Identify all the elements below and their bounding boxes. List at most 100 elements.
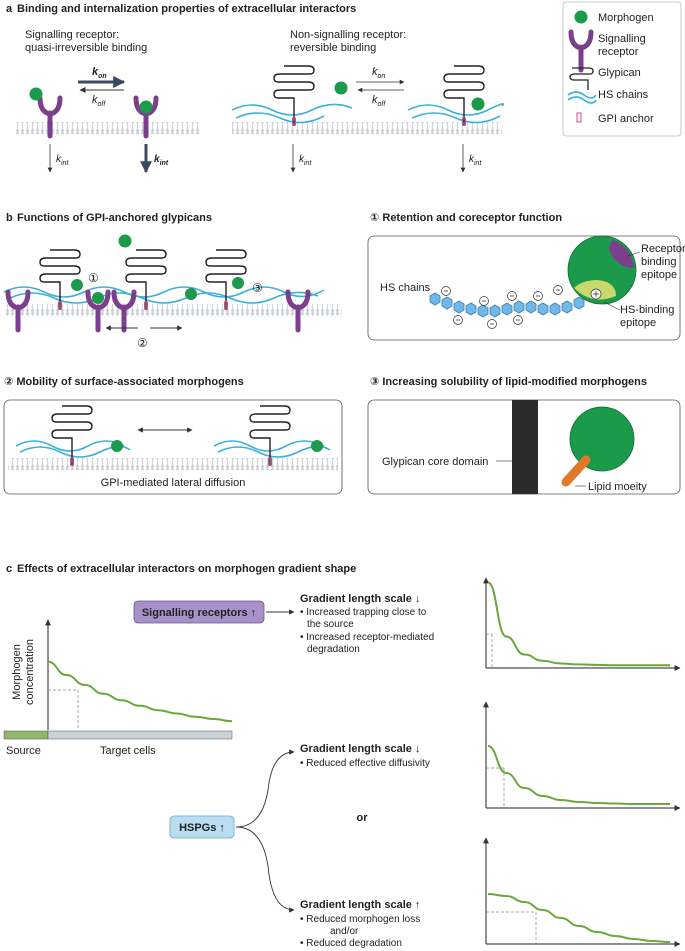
kint-label: kint — [56, 154, 69, 167]
panel-a-left-title-1: Signalling receptor: — [25, 29, 119, 41]
morphogen — [118, 234, 132, 248]
box2-caption: GPI-mediated lateral diffusion — [101, 477, 246, 489]
morphogen-bound — [185, 288, 197, 300]
hspgs-box — [169, 815, 235, 839]
source-bar — [3, 730, 49, 740]
box1-hs-chains: HS chains — [380, 282, 431, 294]
box1-rb-2: binding — [641, 256, 676, 268]
case1-b1b: the source — [307, 619, 354, 630]
legend-receptor-2: receptor — [598, 46, 639, 58]
morphogen-icon — [574, 10, 588, 24]
case3-b2: • Reduced degradation — [300, 938, 402, 949]
legend-receptor-1: Signalling — [598, 33, 646, 45]
hs-chain — [231, 103, 353, 116]
hs-chain-icon — [567, 96, 597, 104]
receptor-binding-epitope — [609, 240, 634, 268]
chart2-curve — [487, 745, 670, 805]
box1-rb-3: epitope — [641, 269, 677, 281]
panel-a: a Binding and internalization properties… — [6, 3, 505, 174]
lipid-moiety — [561, 455, 591, 487]
hs-chain — [407, 102, 505, 116]
target-label: Target cells — [100, 745, 156, 757]
leader-rb — [627, 251, 641, 257]
box1-hsb-1: HS-binding — [620, 304, 674, 316]
panel-c-letter: c — [6, 563, 12, 575]
hs-chain — [411, 112, 501, 124]
hs-chain — [3, 286, 325, 298]
legend-glypican: Glypican — [598, 67, 641, 79]
glypican-core-domain — [512, 400, 538, 494]
box3-title: ③ Increasing solubility of lipid-modifie… — [370, 376, 647, 388]
glypican-icon — [569, 67, 594, 90]
morphogen-bound — [232, 277, 244, 289]
chart0-ylabel-2: concentration — [24, 639, 36, 705]
leader-hsb — [603, 301, 621, 311]
kon-label: kon — [372, 66, 385, 80]
hs-chain — [15, 440, 125, 452]
marker-2: ② — [137, 336, 148, 350]
morphogen-bound — [471, 97, 485, 111]
signalling-receptors-box — [133, 600, 265, 624]
chart0-curve — [47, 660, 233, 723]
case1-b1a: • Increased trapping close to — [300, 607, 427, 618]
kon-label: kon — [92, 66, 107, 80]
morphogen-bound — [71, 279, 83, 291]
panel-a-letter: a — [6, 3, 13, 15]
target-bar — [47, 730, 233, 740]
hs-hexagon-chain — [429, 292, 585, 318]
morphogen-bound — [92, 292, 104, 304]
signalling-receptors-label: Signalling receptors ↑ — [142, 607, 256, 619]
chart1-curve — [487, 581, 670, 667]
case3-title: Gradient length scale ↑ — [300, 899, 420, 911]
koff-label: koff — [372, 94, 386, 108]
hspg-arrow-up — [235, 749, 295, 828]
hs-chain — [9, 291, 319, 304]
marker-3: ③ — [252, 281, 263, 295]
glypican — [443, 65, 485, 127]
case3-b1: • Reduced morphogen loss — [300, 914, 420, 925]
case2-b1: • Reduced effective diffusivity — [300, 758, 430, 769]
legend-morphogen: Morphogen — [598, 12, 654, 24]
kint-label: kint — [469, 154, 482, 167]
hs-chain — [235, 112, 325, 124]
panel-b-header: Functions of GPI-anchored glypicans — [17, 212, 212, 224]
membrane — [232, 122, 502, 134]
morphogen — [334, 81, 348, 95]
box2-title: ② Mobility of surface-associated morphog… — [4, 376, 244, 388]
legend: Morphogen Signalling receptor Glypican H… — [562, 1, 682, 137]
box2 — [3, 399, 343, 495]
membrane — [8, 458, 338, 470]
case2-title: Gradient length scale ↓ — [300, 743, 420, 755]
morphogen-bound — [139, 100, 153, 114]
hs-chain-icon — [567, 91, 597, 99]
panel-b-letter: b — [6, 212, 13, 224]
negative-charges — [441, 285, 563, 329]
panel-a-right-title-2: reversible binding — [290, 42, 376, 54]
panel-b: b Functions of GPI-anchored glypicans ① … — [3, 212, 685, 495]
panel-a-left-title-2: quasi-irreversible binding — [25, 42, 147, 54]
gpi-anchor-icon — [576, 112, 582, 123]
marker-1: ① — [88, 271, 99, 285]
morphogen-bound — [111, 440, 123, 452]
morphogen — [29, 87, 43, 101]
source-label: Source — [6, 745, 41, 757]
membrane — [4, 304, 342, 316]
case1-b2b: degradation — [307, 644, 360, 655]
glypican — [273, 65, 315, 127]
panel-c-header: Effects of extracellular interactors on … — [17, 563, 356, 575]
box3-core: Glypican core domain — [382, 456, 488, 468]
minus-signs — [444, 289, 560, 325]
morphogen-large — [569, 406, 635, 472]
panel-a-right-title-1: Non-signalling receptor: — [290, 29, 406, 41]
box1-title: ① Retention and coreceptor function — [370, 212, 562, 224]
or-label: or — [357, 812, 369, 824]
chart0-ylabel-1: Morphogen — [11, 644, 23, 700]
panel-c: c Effects of extracellular interactors o… — [3, 563, 681, 949]
hspgs-label: HSPGs ↑ — [179, 822, 225, 834]
koff-label: koff — [92, 94, 106, 108]
chart3-curve — [487, 893, 671, 943]
case1-title: Gradient length scale ↓ — [300, 593, 420, 605]
panel-a-header: Binding and internalization properties o… — [17, 3, 356, 15]
case3-and: and/or — [330, 926, 359, 937]
